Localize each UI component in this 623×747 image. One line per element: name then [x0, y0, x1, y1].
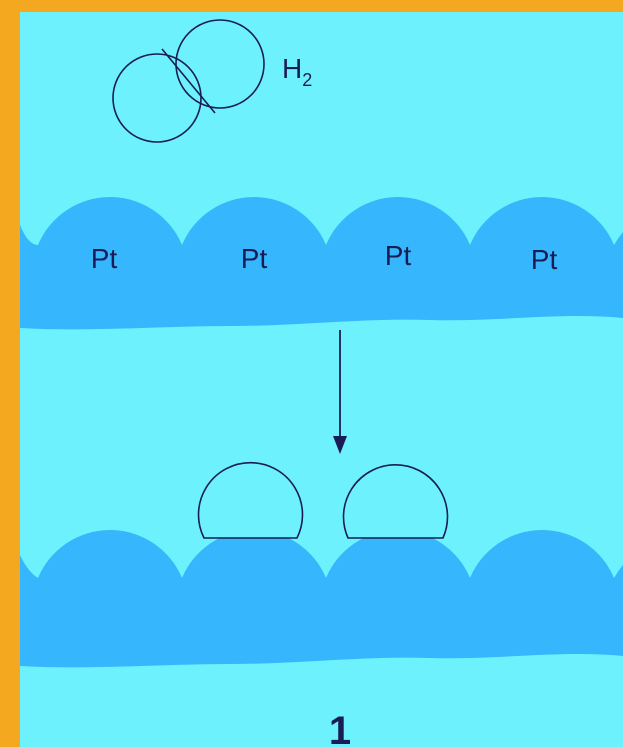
pt-atom-label-3: Pt: [385, 240, 412, 271]
pt-atom-label-4: Pt: [531, 244, 558, 275]
reaction-arrow: [333, 330, 347, 454]
pt-atom-label-1: Pt: [91, 243, 118, 274]
pt-surface-bottom: [20, 529, 623, 668]
h2-label: H2: [282, 53, 312, 90]
adsorbed-h-atom-left: [197, 461, 304, 539]
pt-atom-label-2: Pt: [241, 243, 268, 274]
adsorbed-h-atom-right: [342, 464, 449, 539]
arrow-head: [333, 436, 347, 454]
h-h-bond-line: [161, 48, 216, 114]
h-atom-left: [112, 53, 202, 143]
adsorbed-h-atoms: [197, 461, 449, 539]
pt-surface-top: [20, 196, 623, 330]
step-number: 1: [329, 709, 351, 747]
h2-molecule: [112, 19, 265, 143]
h-atom-right: [175, 19, 265, 109]
